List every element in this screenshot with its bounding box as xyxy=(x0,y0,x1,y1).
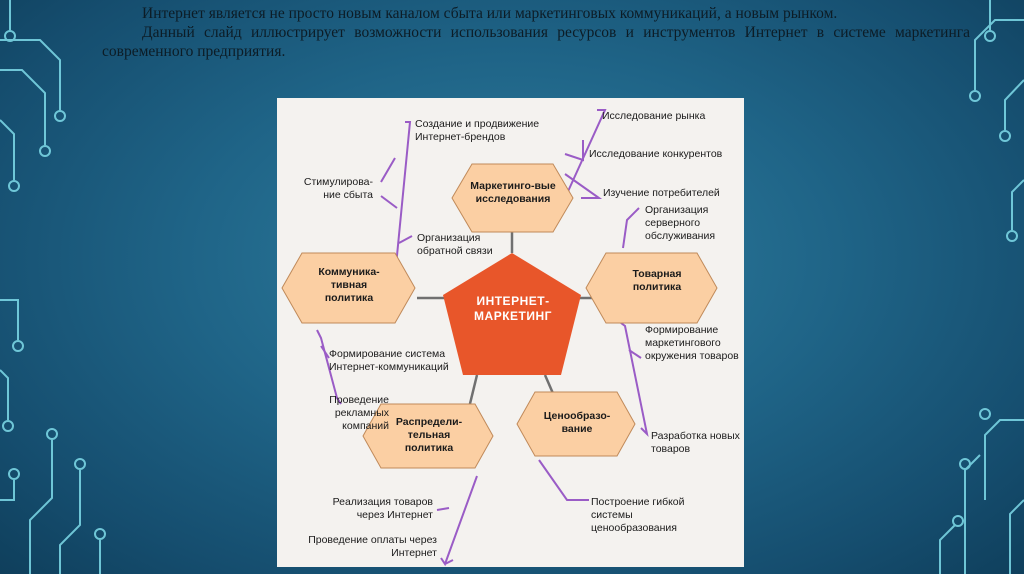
node-distribution-shape xyxy=(362,403,494,469)
bracket-service xyxy=(622,207,640,249)
intro-text: Интернет является не просто новым канало… xyxy=(102,4,970,61)
center-pentagon xyxy=(443,253,581,375)
note-ad-campaigns: Проведение рекламных компаний xyxy=(329,394,389,432)
center-label: ИНТЕРНЕТ-МАРКЕТИНГ xyxy=(474,294,552,323)
internet-marketing-diagram: ИНТЕРНЕТ-МАРКЕТИНГ Маркетинго-вые исслед… xyxy=(277,98,744,567)
bracket-distribution-bottom xyxy=(440,475,478,567)
bracket-sales xyxy=(380,195,398,209)
bracket-communication-bottom xyxy=(316,329,342,405)
note-comm-system: Формирование система Интернет-коммуникац… xyxy=(329,348,449,373)
note-feedback: Организация обратной связи xyxy=(417,232,493,257)
bracket-pricing-bottom xyxy=(538,459,589,501)
note-environment: Формирование маркетингового окружения то… xyxy=(645,324,739,362)
note-internet-sales: Реализация товаров через Интернет xyxy=(332,496,433,521)
node-product-shape xyxy=(585,252,718,324)
intro-paragraph-2: Данный слайд иллюстрирует возможности ис… xyxy=(102,24,970,60)
note-new-products: Разработка новых товаров xyxy=(651,430,740,455)
bracket-consumers xyxy=(564,173,603,199)
diagram-graphics xyxy=(281,109,718,567)
note-internet-payment: Проведение оплаты через Интернет xyxy=(308,534,437,559)
note-consumer-study: Изучение потребителей xyxy=(603,187,720,199)
bracket-feedback xyxy=(398,235,413,244)
note-competitor-research: Исследование конкурентов xyxy=(589,148,723,160)
node-pricing: Ценообразо-вание xyxy=(543,410,611,435)
note-service: Организация серверного обслуживания xyxy=(645,204,716,242)
node-pricing-shape xyxy=(516,391,636,457)
bracket-competitors xyxy=(564,140,584,162)
intro-paragraph-1: Интернет является не просто новым канало… xyxy=(142,5,838,22)
node-research-shape xyxy=(451,163,574,233)
node-distribution: Распредели-тельная политика xyxy=(395,416,463,454)
bracket-comm-system xyxy=(320,345,330,359)
bracket-environment xyxy=(628,349,642,359)
note-flexible-pricing: Построение гибкой системы ценообразовани… xyxy=(591,496,685,534)
node-communication-shape xyxy=(281,252,416,324)
note-market-research: Исследование рынка xyxy=(602,110,706,122)
node-product: Товарная политика xyxy=(632,268,682,293)
node-communication: Коммуника-тивная политика xyxy=(318,266,380,304)
note-sales-promo: Стимулирова-ние сбыта xyxy=(303,176,373,201)
node-research: Маркетинго-вые исследования xyxy=(470,180,556,205)
bracket-internet-sales xyxy=(436,507,450,511)
bracket-research-top xyxy=(564,109,607,199)
bracket-brands xyxy=(380,157,396,183)
bracket-product-bottom xyxy=(620,322,649,438)
note-brands: Создание и продвижение Интернет-брендов xyxy=(415,118,540,143)
